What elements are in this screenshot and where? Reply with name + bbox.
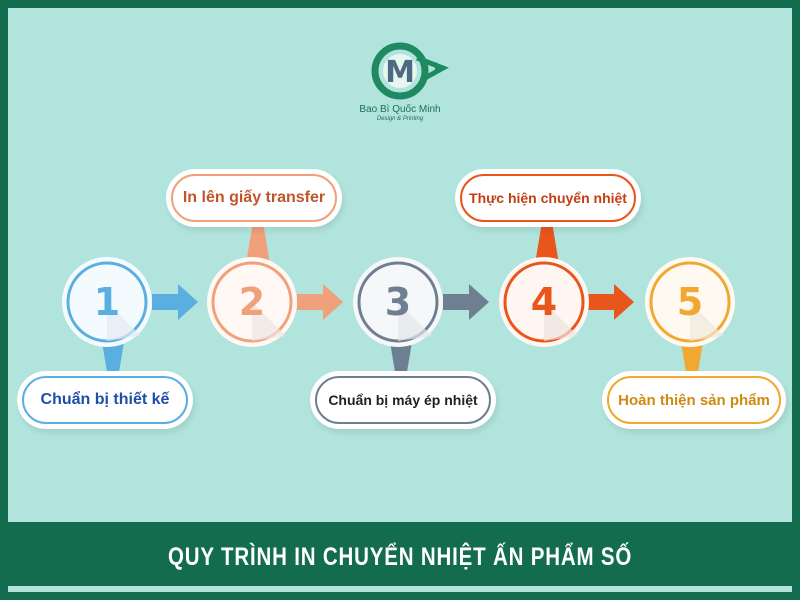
step-2-label-pill: In lên giấy transfer	[166, 169, 342, 227]
step-2-number: 2	[238, 280, 266, 324]
step-5-circle: 5	[644, 256, 736, 348]
page-title: QUY TRÌNH IN CHUYỂN NHIỆT ẤN PHẨM SỐ	[167, 542, 633, 571]
step-2-circle: 2	[206, 256, 298, 348]
step-4-label: Thực hiện chuyển nhiệt	[469, 190, 627, 206]
step-5-number: 5	[676, 280, 704, 324]
logo-tagline: Design & Printing	[376, 116, 424, 122]
step-1-number: 1	[93, 280, 121, 324]
logo-letter: M	[385, 55, 415, 90]
arrow-1-to-2	[152, 284, 198, 320]
logo-icon: M	[371, 42, 449, 100]
step-4-label-pill: Thực hiện chuyển nhiệt	[455, 169, 641, 227]
step-5-label-pill: Hoàn thiện sản phẩm	[602, 371, 786, 429]
step-3-number: 3	[384, 280, 412, 324]
step-3-circle: 3	[352, 256, 444, 348]
step-4-circle: 4	[498, 256, 590, 348]
step-2-label: In lên giấy transfer	[182, 189, 326, 206]
step-1-circle: 1	[61, 256, 153, 348]
step-3-label: Chuẩn bị máy ép nhiệt	[328, 392, 478, 408]
logo-name: Bao Bì Quốc Minh	[359, 104, 441, 115]
arrow-3-to-4	[443, 284, 489, 320]
arrow-4-to-5	[588, 284, 634, 320]
step-1-label-pill: Chuẩn bị thiết kế	[17, 371, 193, 429]
bottom-strip	[8, 586, 792, 592]
step-4-number: 4	[530, 280, 558, 324]
arrow-2-to-3	[297, 284, 343, 320]
footer-banner: QUY TRÌNH IN CHUYỂN NHIỆT ẤN PHẨM SỐ	[8, 530, 792, 584]
step-1-label: Chuẩn bị thiết kế	[40, 391, 170, 408]
step-5-label: Hoàn thiện sản phẩm	[618, 391, 770, 409]
step-3-label-pill: Chuẩn bị máy ép nhiệt	[310, 371, 496, 429]
